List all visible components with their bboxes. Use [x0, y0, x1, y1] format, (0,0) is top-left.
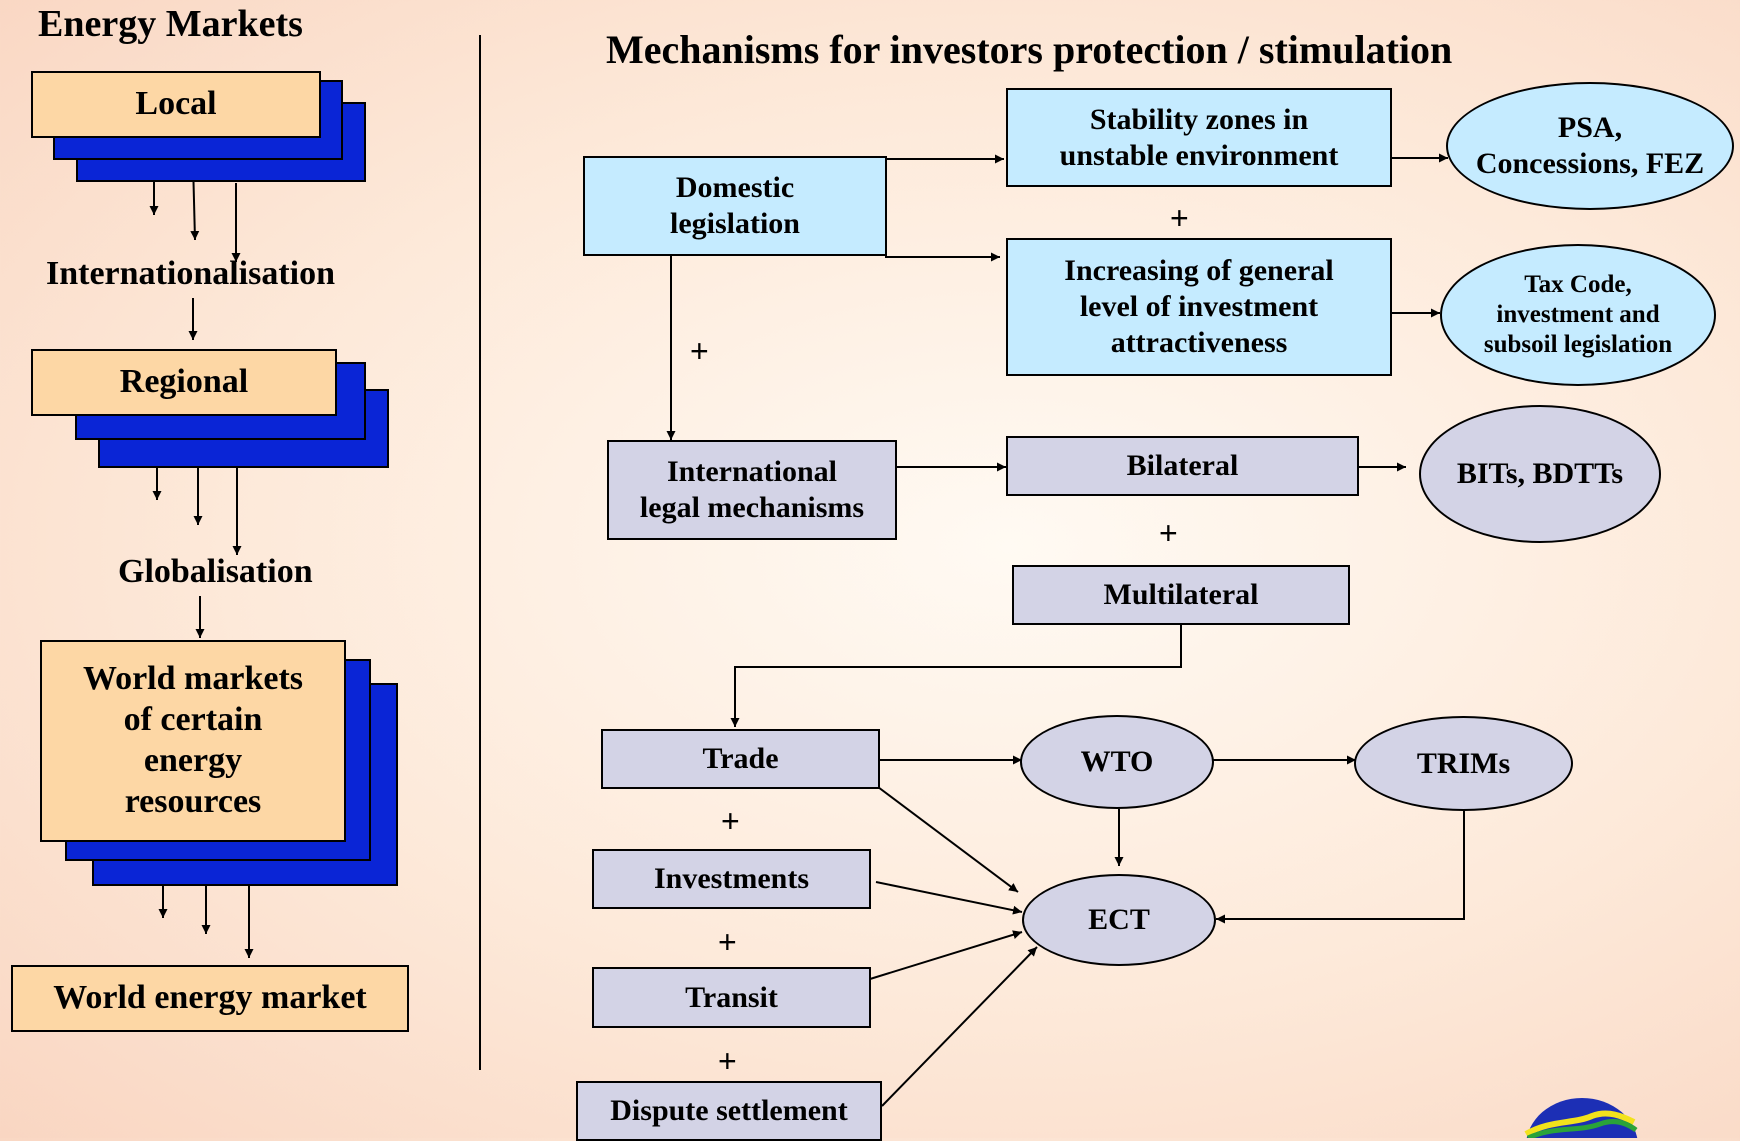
increasing-attractiveness-box: Increasing of general level of investmen… [1006, 238, 1392, 376]
plus-sign: + [718, 1043, 737, 1079]
tax-code-ellipse: Tax Code, investment and subsoil legisla… [1440, 244, 1716, 386]
mechanisms-title: Mechanisms for investors protection / st… [606, 27, 1453, 72]
plus-sign: + [721, 803, 740, 839]
plus-sign: + [718, 924, 737, 960]
plus-sign: + [1170, 200, 1189, 236]
energy-markets-title: Energy Markets [38, 3, 303, 45]
dispute-settlement-box: Dispute settlement [576, 1081, 882, 1141]
international-legal-mechanisms-box: International legal mechanisms [607, 440, 897, 540]
globe-logo-icon [1524, 1098, 1638, 1138]
world-markets-box: World markets of certain energy resource… [40, 640, 346, 842]
plus-sign: + [1159, 515, 1178, 551]
world-energy-market-box: World energy market [11, 965, 409, 1032]
investments-box: Investments [592, 849, 871, 909]
local-box: Local [31, 71, 321, 138]
plus-sign: + [690, 333, 709, 369]
trade-box: Trade [601, 729, 880, 789]
multilateral-box: Multilateral [1012, 565, 1350, 625]
bits-bdtts-ellipse: BITs, BDTTs [1419, 405, 1661, 543]
globalisation-label: Globalisation [118, 553, 313, 590]
internationalisation-label: Internationalisation [46, 255, 336, 292]
bilateral-box: Bilateral [1006, 436, 1359, 496]
transit-box: Transit [592, 967, 871, 1028]
domestic-legislation-box: Domestic legislation [583, 156, 887, 256]
ect-ellipse: ECT [1022, 874, 1216, 966]
stability-zones-box: Stability zones in unstable environment [1006, 88, 1392, 187]
wto-ellipse: WTO [1020, 715, 1214, 809]
regional-box: Regional [31, 349, 337, 416]
trims-ellipse: TRIMs [1354, 716, 1573, 811]
psa-ellipse: PSA, Concessions, FEZ [1446, 82, 1734, 210]
